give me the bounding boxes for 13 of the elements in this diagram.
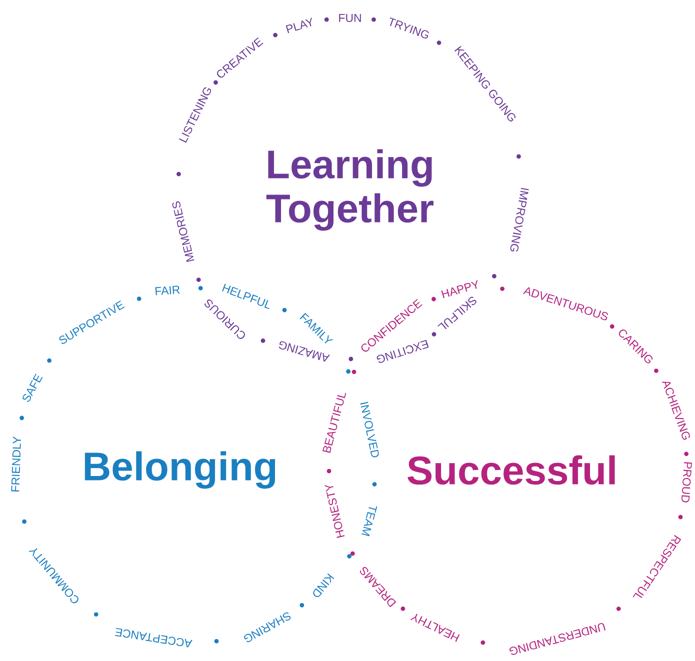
circle-word: FRIENDLY	[11, 436, 21, 492]
circle-word: FUN	[339, 14, 361, 22]
circle-word: PLAY	[286, 18, 312, 34]
circle-word: IMPROVING	[510, 188, 529, 252]
circle-word: FAIR	[155, 286, 180, 296]
circle-word: INVOLVED	[360, 402, 379, 458]
circle-word: PROUD	[682, 462, 692, 502]
circle-title: Learning Together	[266, 149, 434, 231]
circle-title: Successful	[408, 455, 615, 485]
circle-word: ACCEPTANCE	[115, 628, 192, 648]
circle-title: Belonging	[84, 451, 276, 489]
circle-word: HAPPY	[441, 280, 478, 298]
circle-word: TEAM	[362, 506, 378, 536]
